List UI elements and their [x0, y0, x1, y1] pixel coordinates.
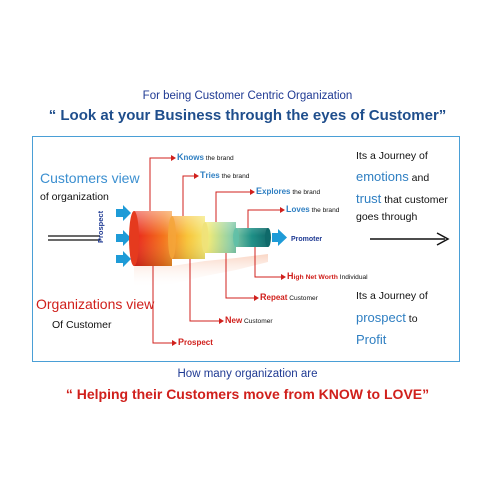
trust-word: trust	[356, 191, 382, 206]
bottom-leader-lines	[152, 247, 286, 346]
emotions-word: emotions	[356, 169, 409, 184]
journey-profit-line1: Its a Journey of	[356, 290, 428, 302]
header-subtitle: For being Customer Centric Organization	[142, 90, 353, 102]
footer-subtitle: How many organization are	[177, 368, 318, 380]
footer-title: “ Helping their Customers move from KNOW…	[65, 386, 430, 402]
stage-repeat: Repeat Customer	[260, 292, 318, 302]
stage-new: New Customer	[225, 315, 273, 325]
stage-explores: Explores the brand	[256, 186, 321, 196]
top-leader-lines	[149, 155, 285, 228]
journey-emotions-line1: Its a Journey of	[356, 150, 428, 162]
stage-tries: Tries the brand	[200, 170, 250, 180]
of-customer-label: Of Customer	[52, 319, 112, 331]
stage-loves: Loves the brand	[286, 204, 340, 214]
diagram-frame	[32, 136, 460, 362]
promoter-label: Promoter	[291, 236, 323, 243]
journey-emotions-line4: goes through	[356, 211, 418, 223]
stage-knows: Knows the brand	[177, 152, 234, 162]
customers-view-label: Customers view	[40, 170, 140, 186]
prospect-vertical-label: Prospect	[96, 210, 105, 243]
header-title: “ Look at your Business through the eyes…	[48, 107, 447, 124]
stage-high-net-worth: High Net Worth Individual	[287, 271, 368, 281]
journey-profit-line2: prospect to	[356, 310, 418, 325]
left-double-arrow	[48, 235, 100, 241]
journey-profit-line3: Profit	[356, 332, 386, 347]
right-arrow	[370, 232, 450, 246]
promoter-arrow	[272, 229, 287, 246]
of-organization-label: of organization	[40, 191, 109, 203]
organizations-view-label: Organizations view	[36, 296, 155, 312]
entry-arrows	[116, 205, 131, 267]
funnel-reflection	[134, 254, 268, 288]
stage-prospect: Prospect	[178, 337, 213, 347]
journey-emotions-line2: emotions and	[356, 169, 430, 184]
prospect-word: prospect	[356, 310, 406, 325]
journey-emotions-line3: trust that customer	[356, 191, 448, 206]
profit-word: Profit	[356, 332, 387, 347]
funnel-cylinder	[129, 211, 271, 266]
